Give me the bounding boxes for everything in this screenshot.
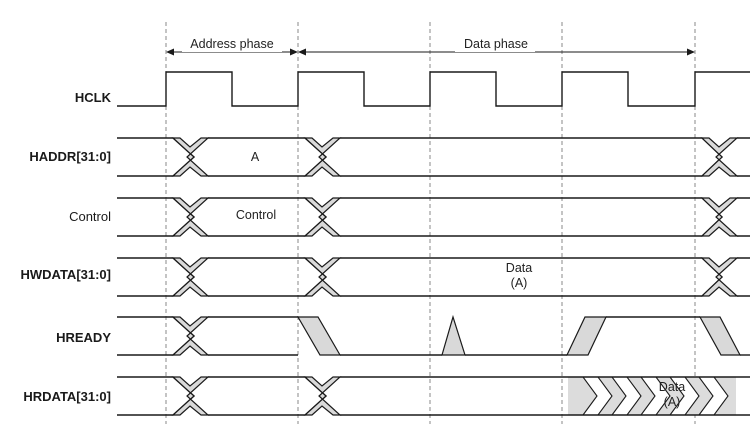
signal-label-hclk: HCLK: [75, 90, 112, 105]
hready-fall-transition: [296, 316, 342, 356]
hwdata-waveform: [117, 257, 750, 297]
hwdata-value-line1: Data: [506, 261, 532, 275]
hready-end-transition: [698, 316, 741, 356]
hready-glitch: [441, 314, 466, 356]
haddr-value: A: [251, 150, 260, 164]
signal-labels: HCLK HADDR[31:0] Control HWDATA[31:0] HR…: [20, 90, 111, 404]
hrdata-value-line1: Data: [659, 380, 685, 394]
hwdata-value-line2: (A): [511, 276, 528, 290]
signal-label-hwdata: HWDATA[31:0]: [20, 267, 111, 282]
haddr-waveform: [117, 137, 750, 177]
hclk-waveform: [117, 71, 750, 107]
data-phase-arrow: [298, 36, 695, 56]
address-phase-label: Address phase: [190, 37, 273, 51]
hready-rise-transition: [566, 316, 607, 356]
signal-label-hready: HREADY: [56, 330, 111, 345]
hrdata-value-line2: (A): [664, 395, 681, 409]
signal-label-haddr: HADDR[31:0]: [29, 149, 111, 164]
control-waveform: [117, 197, 750, 237]
address-phase-arrow: [166, 36, 298, 56]
control-value: Control: [236, 208, 276, 222]
data-phase-label: Data phase: [464, 37, 528, 51]
signal-label-hrdata: HRDATA[31:0]: [23, 389, 111, 404]
signal-label-control: Control: [69, 209, 111, 224]
hready-waveform: [117, 314, 750, 356]
hrdata-waveform: [117, 376, 750, 416]
